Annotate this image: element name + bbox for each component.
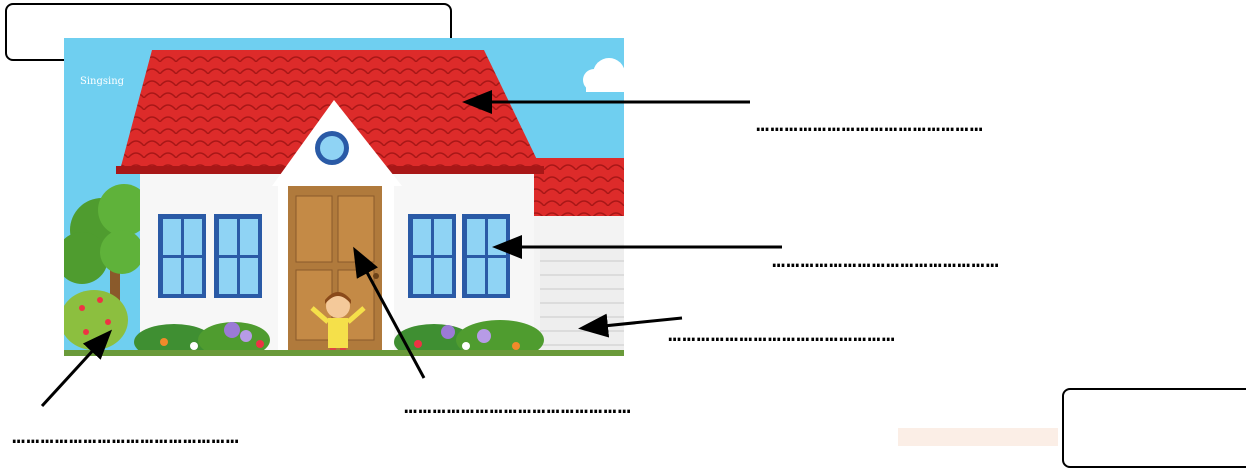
answer-line-roof[interactable]: …………………………………………: [756, 114, 984, 136]
arrow-icon: [42, 334, 108, 406]
corner-answer-box[interactable]: [1062, 388, 1246, 468]
arrow-overlay: [0, 0, 1246, 446]
arrow-icon: [356, 252, 424, 378]
answer-line-garage[interactable]: …………………………………………: [668, 324, 896, 346]
answer-line-garden[interactable]: …………………………………………: [12, 426, 240, 448]
faint-image-strip: [898, 428, 1058, 446]
answer-line-door[interactable]: …………………………………………: [404, 396, 632, 418]
answer-line-window[interactable]: …………………………………………: [772, 250, 1000, 272]
